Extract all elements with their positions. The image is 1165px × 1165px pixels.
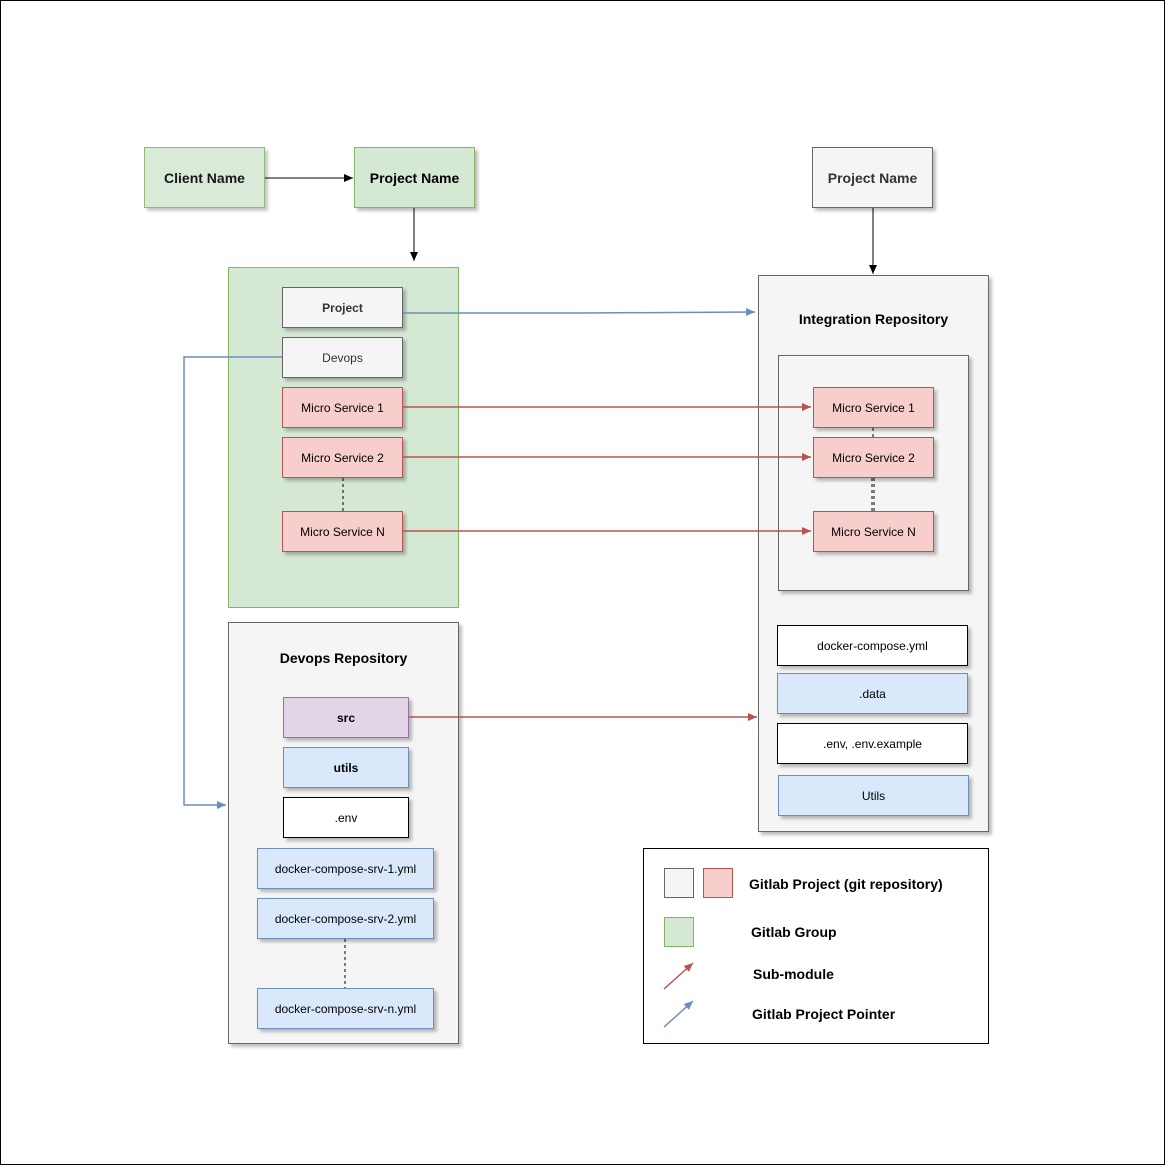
- group-devops-node: Devops: [282, 337, 403, 378]
- legend-project-swatch-grey: [664, 868, 694, 898]
- legend-pointer-label: Gitlab Project Pointer: [752, 1006, 896, 1022]
- integration-micro-service-1: Micro Service 1: [813, 387, 934, 428]
- legend: Gitlab Project (git repository) Gitlab G…: [643, 848, 989, 1044]
- legend-gitlab-project-label: Gitlab Project (git repository): [749, 876, 943, 892]
- devops-compose-1-node: docker-compose-srv-1.yml: [257, 848, 434, 889]
- legend-group-swatch: [664, 917, 694, 947]
- devops-compose-n-node: docker-compose-srv-n.yml: [257, 988, 434, 1029]
- group-project-node: Project: [282, 287, 403, 328]
- group-micro-service-n: Micro Service N: [282, 511, 403, 552]
- client-name-node: Client Name: [144, 147, 265, 208]
- legend-submodule-label: Sub-module: [753, 966, 834, 982]
- integration-repository-title: Integration Repository: [798, 311, 949, 327]
- integration-micro-service-2: Micro Service 2: [813, 437, 934, 478]
- project-name-node-right: Project Name: [812, 147, 933, 208]
- project-name-node-left: Project Name: [354, 147, 475, 208]
- group-micro-service-2: Micro Service 2: [282, 437, 403, 478]
- integration-micro-service-n: Micro Service N: [813, 511, 934, 552]
- devops-env-node: .env: [283, 797, 409, 838]
- devops-compose-2-node: docker-compose-srv-2.yml: [257, 898, 434, 939]
- integration-env-node: .env, .env.example: [777, 723, 968, 764]
- legend-project-swatch-red: [703, 868, 733, 898]
- devops-repository-title: Devops Repository: [279, 650, 408, 666]
- devops-src-node: src: [283, 697, 409, 738]
- devops-utils-node: utils: [283, 747, 409, 788]
- group-micro-service-1: Micro Service 1: [282, 387, 403, 428]
- integration-compose-node: docker-compose.yml: [777, 625, 968, 666]
- integration-data-node: .data: [777, 673, 968, 714]
- integration-utils-node: Utils: [778, 775, 969, 816]
- legend-gitlab-group-label: Gitlab Group: [751, 924, 837, 940]
